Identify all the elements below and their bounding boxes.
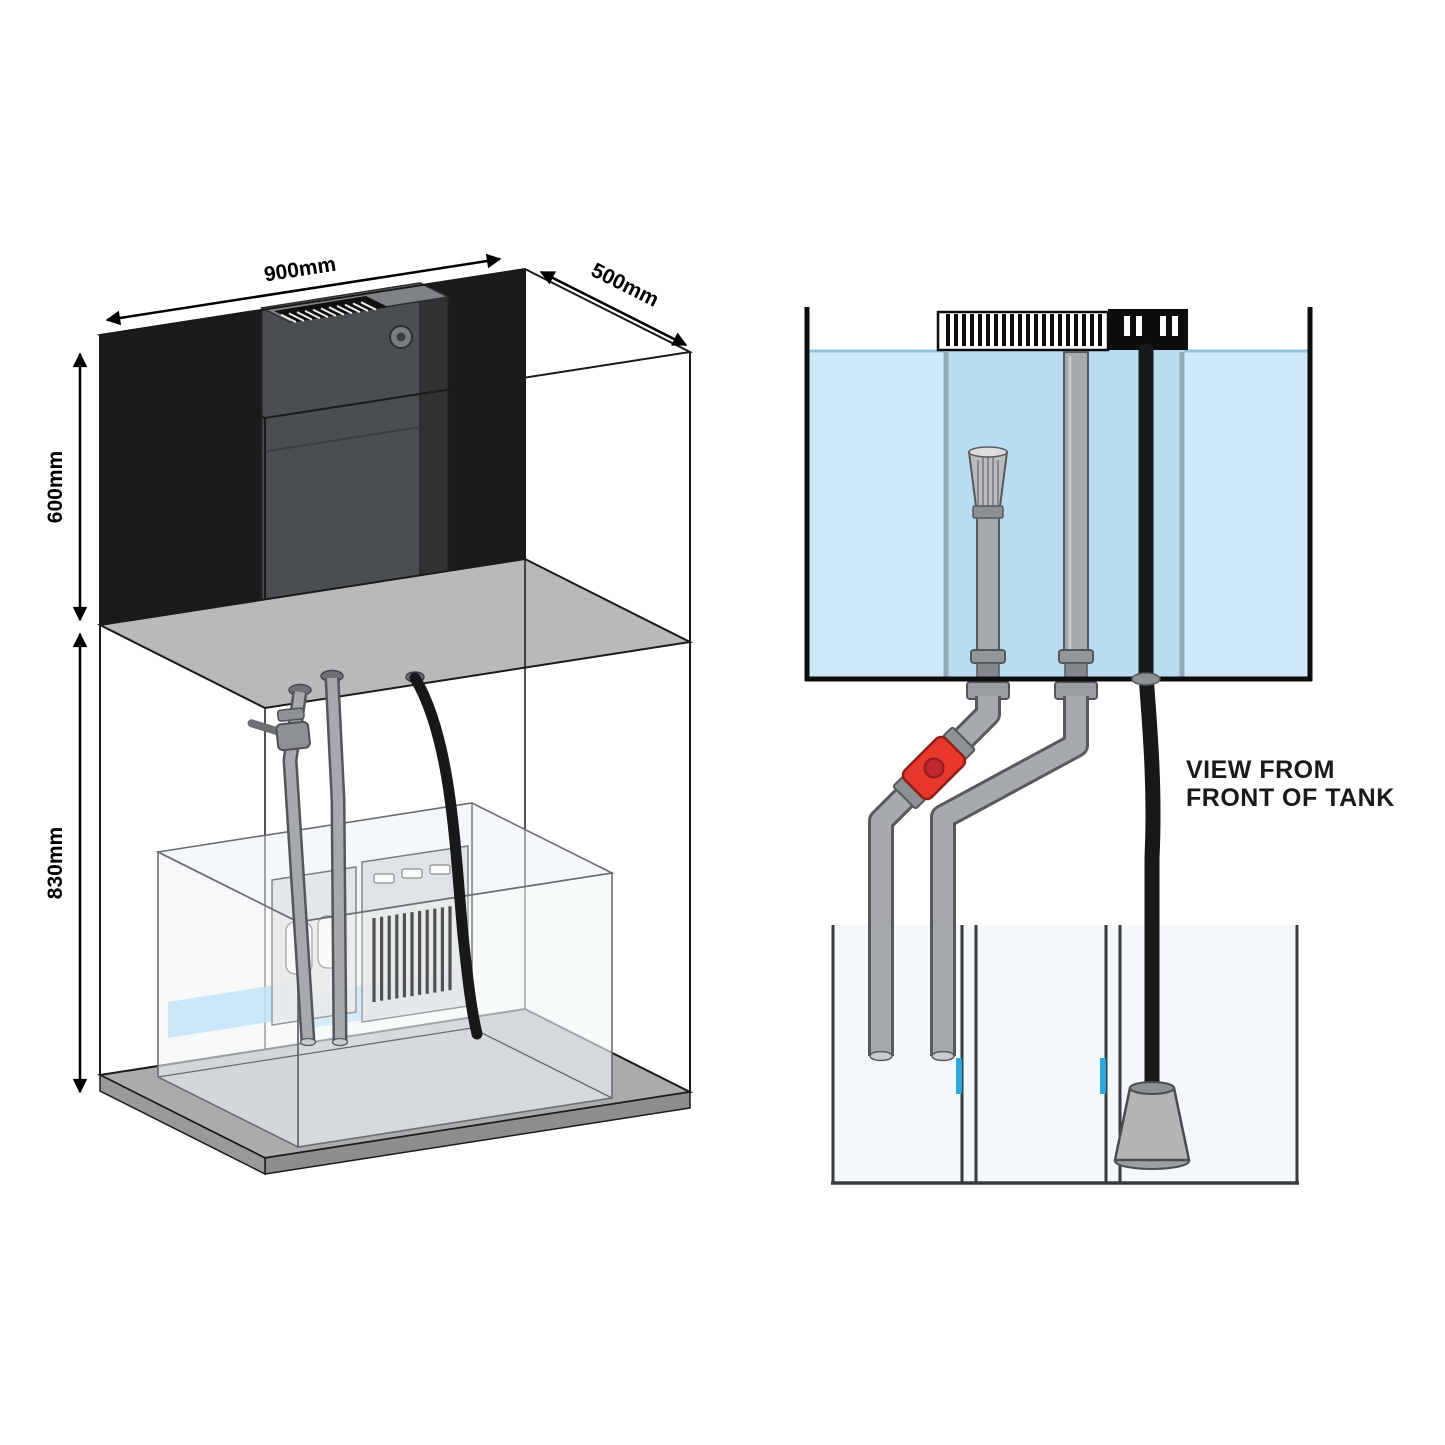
gate-valve <box>247 707 311 752</box>
sump-comb <box>372 906 452 1002</box>
drain-pipe-b-end <box>331 1037 349 1047</box>
caption-line-2: FRONT OF TANK <box>1186 784 1395 812</box>
hose-grommet <box>1131 672 1161 686</box>
standpipes <box>967 351 1089 663</box>
front-view-diagram: VIEW FROM FRONT OF TANK <box>804 307 1395 1185</box>
gate-valve-body <box>275 720 311 752</box>
caption-line-1: VIEW FROM <box>1186 756 1335 784</box>
cone-top <box>1129 1081 1175 1095</box>
lower-plumbing <box>868 696 1089 1062</box>
cabinet-height-dimension-label: 830mm <box>44 827 67 899</box>
weir-lid-slot-4 <box>1172 316 1178 336</box>
weir-comb-teeth <box>946 314 1102 346</box>
sump-front-view <box>831 925 1299 1185</box>
view-caption: VIEW FROM FRONT OF TANK <box>1186 756 1395 812</box>
sump-water-strip-left <box>168 982 294 1038</box>
flexible-hose <box>409 672 483 1040</box>
width-arrow <box>105 253 502 326</box>
level-mark-right <box>1100 1058 1106 1094</box>
level-mark-left <box>956 1058 962 1094</box>
sock-slot-2 <box>401 868 423 879</box>
gate-valve-union <box>276 707 305 722</box>
strainer-slots <box>977 457 999 506</box>
drain-bulkhead <box>966 649 1010 700</box>
drain-pipe-a-end <box>299 1037 317 1047</box>
sump-isometric <box>155 802 615 1149</box>
depth-dimension-label: 500mm <box>587 259 662 312</box>
width-dimension-label: 900mm <box>262 253 337 287</box>
return-bulkhead <box>1054 649 1098 700</box>
return-hose <box>1138 343 1161 1098</box>
hose-cone-fitting <box>1113 1081 1191 1170</box>
dimension-annotations: 900mm 500mm 600mm 830mm <box>44 253 688 1094</box>
drain-standpipe <box>976 511 1000 663</box>
return-downpipe <box>933 696 1086 1056</box>
depth-arrow <box>539 270 688 347</box>
sump-interior <box>833 925 1297 1183</box>
sock-slot-3 <box>429 864 451 875</box>
weir-comb-frame <box>936 310 1110 352</box>
tank-glass-outline <box>804 307 1313 682</box>
ball-valve-hub <box>923 757 945 779</box>
overflow-box-seam <box>261 426 421 453</box>
sump-left-face <box>157 850 299 1149</box>
drain-pipe-b <box>327 677 345 1043</box>
return-standpipe <box>1063 351 1089 663</box>
return-downpipe-end <box>931 1050 955 1062</box>
bulkheads <box>966 649 1098 700</box>
isometric-tank-diagram: 900mm 500mm 600mm 830mm <box>44 253 694 1176</box>
sock-slot-1 <box>373 873 395 884</box>
drain-downpipe-end <box>869 1050 893 1062</box>
cabinet-plumbing <box>247 669 483 1047</box>
ball-valve <box>892 726 976 810</box>
weir-comb-assembly <box>936 309 1188 352</box>
strainer-top <box>968 446 1008 458</box>
strainer-collar <box>972 505 1004 519</box>
sump-glass-edges <box>155 802 615 1149</box>
cabinet-base-left <box>99 1073 266 1176</box>
tank-height-dimension-label: 600mm <box>44 451 67 523</box>
weir-lid-slot-1 <box>1124 316 1130 336</box>
weir-lid-slot-2 <box>1136 316 1142 336</box>
overflow-outlet-hole <box>396 332 406 342</box>
weir-lid-slot-3 <box>1160 316 1166 336</box>
